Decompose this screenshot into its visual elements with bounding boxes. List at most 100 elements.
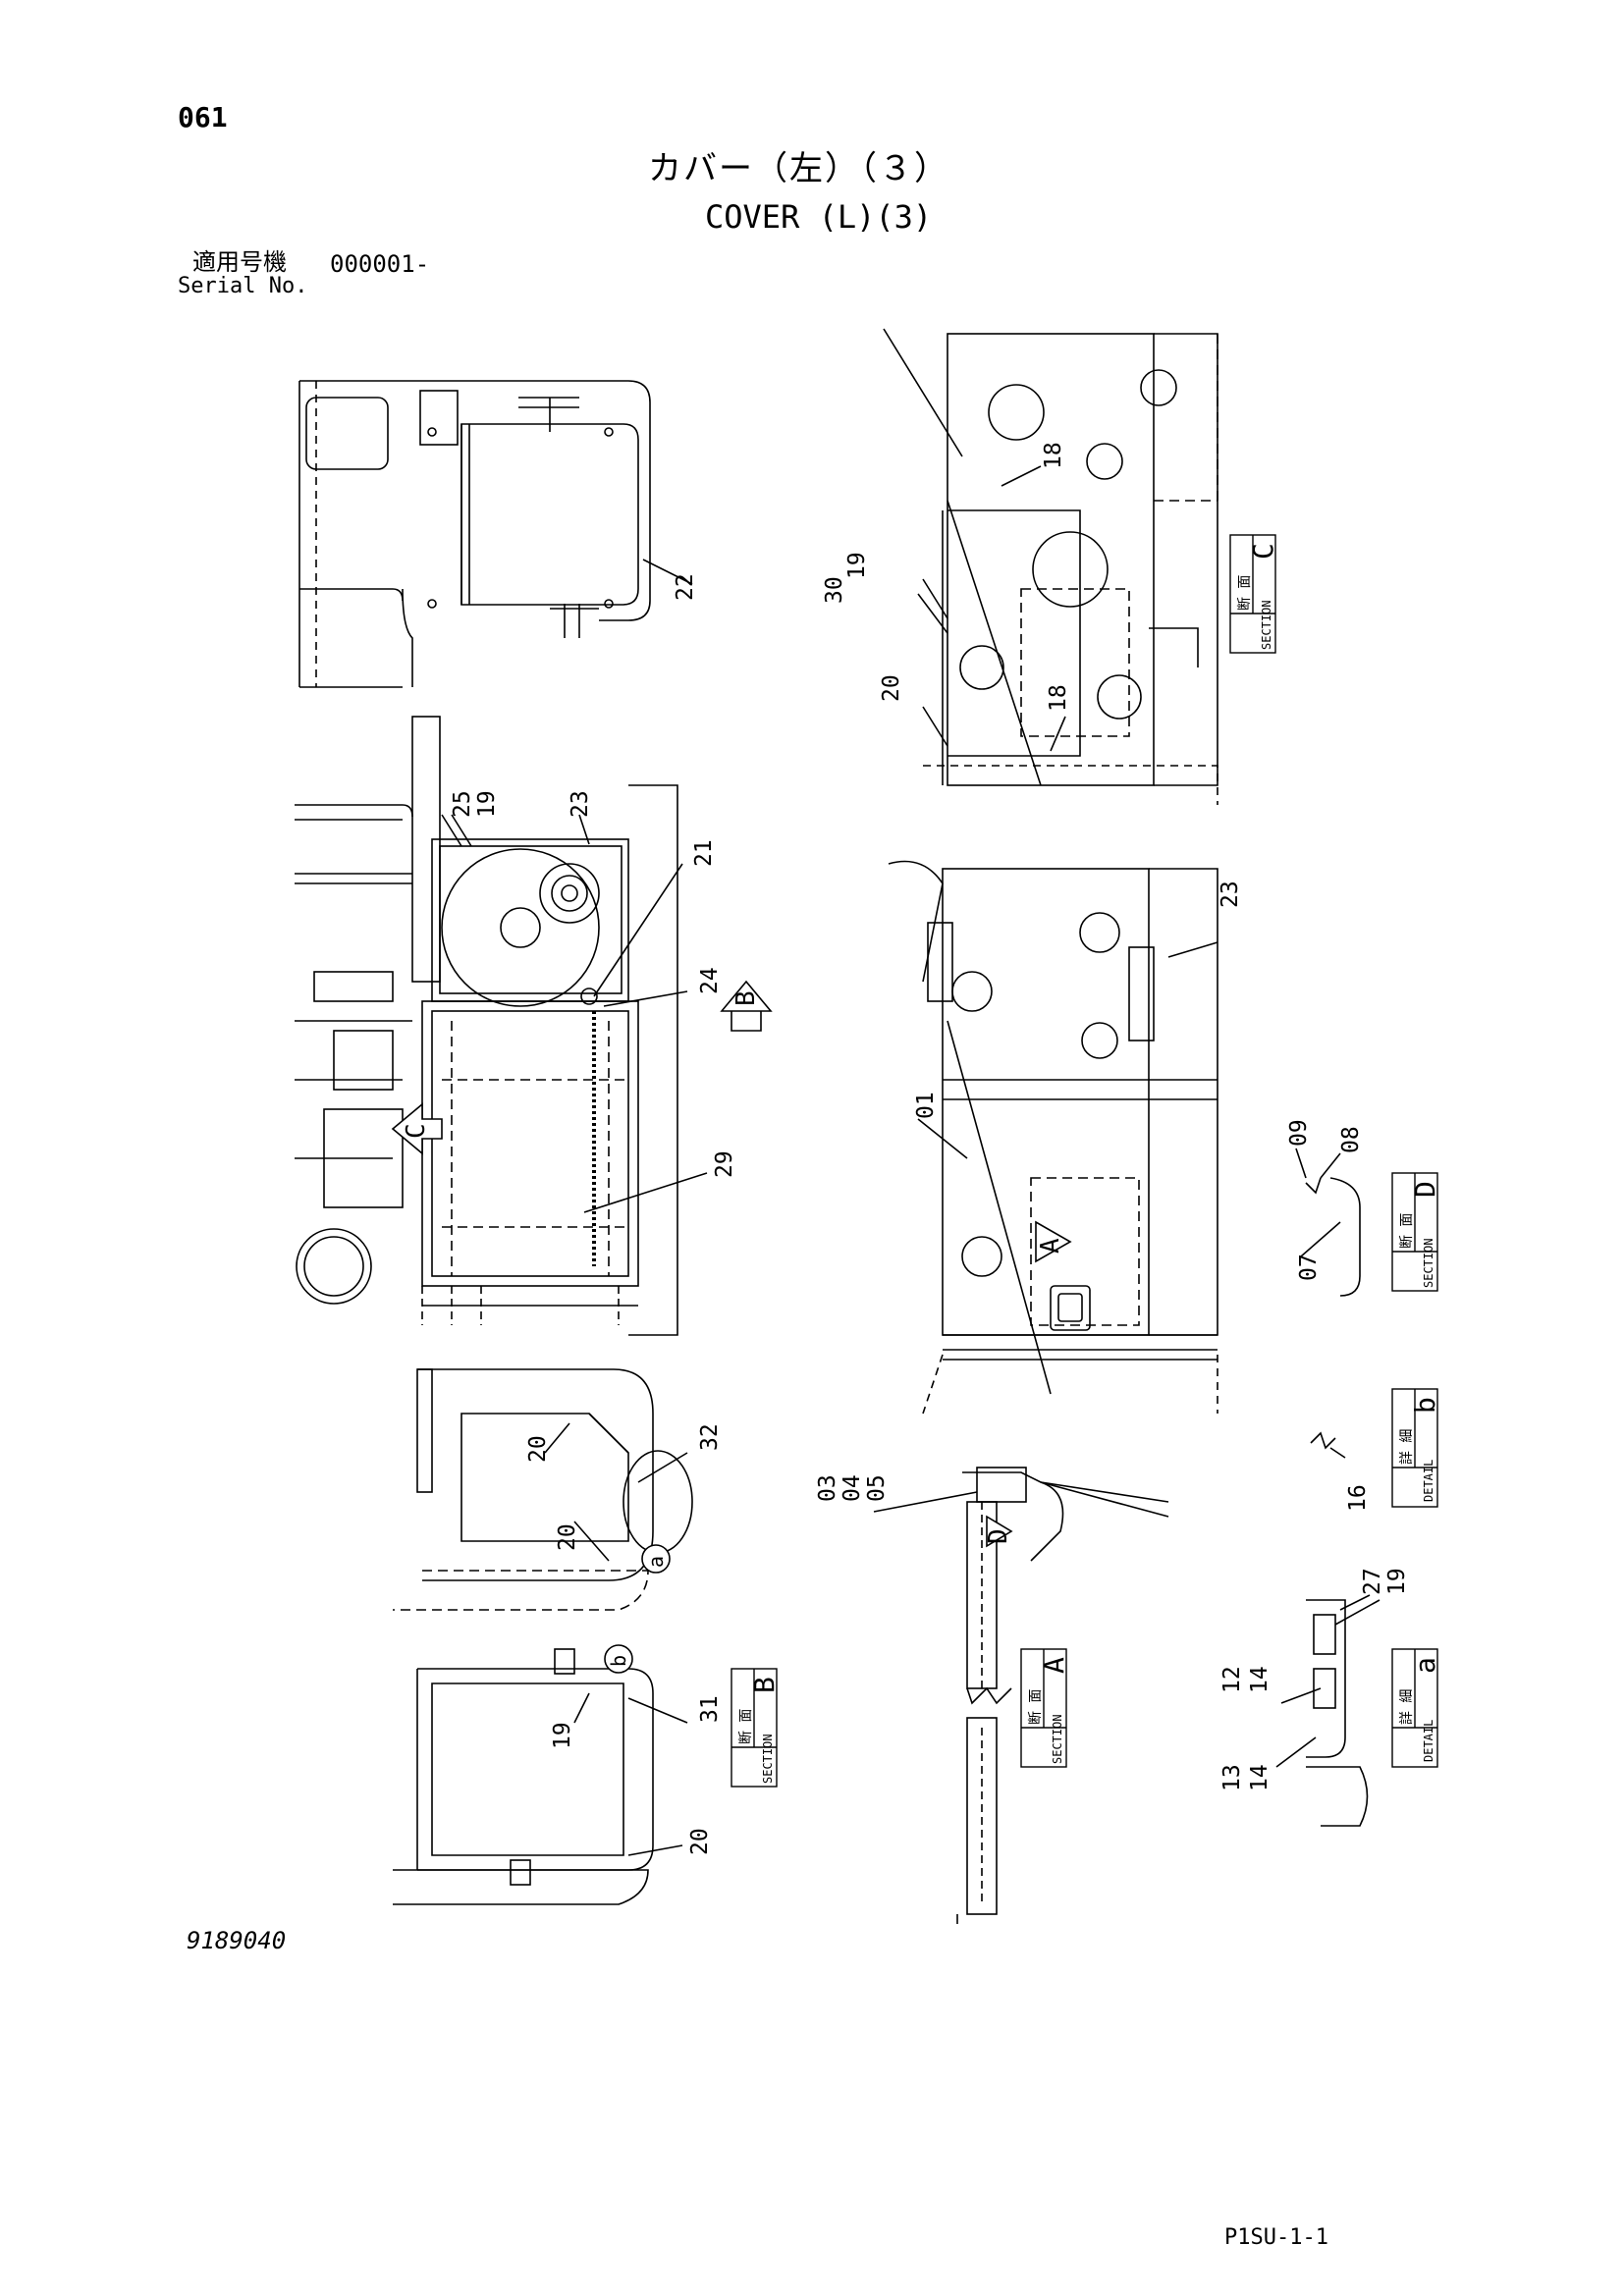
arrow-letters: B C A D a b xyxy=(402,990,1065,1667)
callout-18-b: 18 xyxy=(1046,684,1071,712)
detail-b-jp: 詳 細 xyxy=(1399,1429,1415,1465)
arrow-a xyxy=(1035,1220,1072,1263)
leader-01 xyxy=(917,1118,968,1159)
leader-03-05 xyxy=(873,1491,978,1513)
leader-19d xyxy=(1334,1599,1380,1626)
leader-23b xyxy=(1167,941,1218,958)
callout-32: 32 xyxy=(697,1423,723,1451)
view-arrows xyxy=(391,980,1072,1674)
leader-24 xyxy=(603,990,688,1007)
marker-letter-a: a xyxy=(644,1556,668,1568)
view-top-left xyxy=(298,380,693,688)
callout-13: 13 xyxy=(1219,1764,1245,1791)
view-bottom-left xyxy=(393,1648,688,1905)
callout-23-b: 23 xyxy=(1218,881,1243,908)
serial-label-japanese: 適用号機 xyxy=(192,248,287,276)
callout-14-b: 14 xyxy=(1247,1764,1272,1791)
leader-30 xyxy=(917,593,948,634)
callout-18-a: 18 xyxy=(1041,442,1066,469)
detail-b-letter: b xyxy=(1409,1397,1441,1414)
section-a-en: SECTION xyxy=(1051,1714,1064,1764)
arrow-b xyxy=(720,980,773,1032)
leader-27 xyxy=(1339,1594,1371,1611)
leader-31 xyxy=(627,1697,688,1724)
section-c-letter: C xyxy=(1247,543,1279,560)
serial-number-value: 000001- xyxy=(330,250,430,278)
callout-08: 08 xyxy=(1338,1126,1364,1153)
view-middle-right xyxy=(888,860,1218,1415)
callout-29: 29 xyxy=(712,1150,737,1178)
leader-20a xyxy=(544,1422,570,1454)
arrow-letter-a: A xyxy=(1036,1238,1065,1254)
leader-23a xyxy=(578,814,590,845)
leader-21 xyxy=(593,863,683,997)
view-detail-a xyxy=(1275,1594,1380,1827)
section-label-boxes xyxy=(731,534,1438,1788)
leader-20d xyxy=(922,706,948,747)
detail-a-marker xyxy=(641,1544,671,1574)
leader-25 xyxy=(441,814,462,847)
callout-20-b: 20 xyxy=(555,1523,580,1551)
callout-24: 24 xyxy=(697,967,723,994)
callout-30: 30 xyxy=(822,576,847,604)
callout-31: 31 xyxy=(697,1695,723,1723)
callout-23-a: 23 xyxy=(568,790,593,818)
callout-19-d: 19 xyxy=(1384,1568,1410,1595)
section-label-text: 断 面 SECTION C 断 面 SECTION D 詳 細 DETAIL b… xyxy=(738,543,1441,1784)
callout-04: 04 xyxy=(839,1474,865,1502)
leader-20b xyxy=(573,1521,610,1562)
detail-a-en: DETAIL xyxy=(1422,1720,1435,1762)
leader-19a xyxy=(451,814,472,847)
section-d-letter: D xyxy=(1409,1181,1441,1198)
callout-21: 21 xyxy=(691,839,717,867)
view-section-a xyxy=(873,1467,1169,1924)
section-d-en: SECTION xyxy=(1422,1238,1435,1288)
leader-22 xyxy=(642,559,693,585)
view-detail-b xyxy=(1310,1431,1346,1459)
callout-01: 01 xyxy=(913,1092,939,1119)
section-c-jp: 断 面 xyxy=(1237,575,1253,611)
callout-19-b: 19 xyxy=(550,1722,575,1749)
page-number: 061 xyxy=(178,101,228,133)
callout-12: 12 xyxy=(1219,1666,1245,1693)
figure-number: 9189040 xyxy=(187,1927,287,1954)
arrow-letter-d: D xyxy=(984,1528,1013,1544)
title-japanese: カバー（左）（３） xyxy=(648,149,949,188)
arrow-d xyxy=(986,1515,1013,1548)
leader-18b xyxy=(1050,716,1066,752)
section-a-jp: 断 面 xyxy=(1028,1689,1044,1725)
arrow-c xyxy=(391,1102,443,1155)
detail-a-jp: 詳 細 xyxy=(1399,1689,1415,1725)
detail-a-letter: a xyxy=(1409,1657,1441,1674)
callout-03: 03 xyxy=(815,1474,840,1502)
section-b-en: SECTION xyxy=(761,1734,775,1784)
page-code: P1SU-1-1 xyxy=(1224,2225,1328,2250)
leader-13 xyxy=(1275,1736,1317,1768)
callout-16: 16 xyxy=(1345,1484,1371,1512)
view-middle-left xyxy=(295,716,708,1336)
section-b-letter: B xyxy=(748,1677,781,1693)
callout-20-a: 20 xyxy=(525,1435,551,1463)
callout-22: 22 xyxy=(673,573,698,601)
arrow-letter-b: B xyxy=(731,990,761,1006)
leader-20c xyxy=(627,1844,683,1856)
section-a-letter: A xyxy=(1038,1657,1070,1674)
callout-19-a: 19 xyxy=(474,790,500,818)
callout-05: 05 xyxy=(864,1474,890,1502)
leader-19b xyxy=(573,1692,590,1724)
callout-14-a: 14 xyxy=(1247,1666,1272,1693)
arrow-letter-c: C xyxy=(402,1123,431,1139)
detail-b-en: DETAIL xyxy=(1422,1460,1435,1502)
leader-32 xyxy=(637,1452,688,1483)
section-b-jp: 断 面 xyxy=(738,1709,754,1744)
view-top-right xyxy=(883,328,1218,805)
callout-20-d: 20 xyxy=(879,674,904,702)
serial-label-english: Serial No. xyxy=(178,274,308,298)
callout-25: 25 xyxy=(450,790,475,818)
callout-27: 27 xyxy=(1360,1568,1385,1595)
callout-07: 07 xyxy=(1296,1254,1322,1281)
callout-numbers: 22 25 19 23 21 24 29 20 20 32 31 19 20 1… xyxy=(450,442,1410,1855)
leader-12 xyxy=(1280,1687,1322,1704)
detail-b-marker xyxy=(604,1644,633,1674)
